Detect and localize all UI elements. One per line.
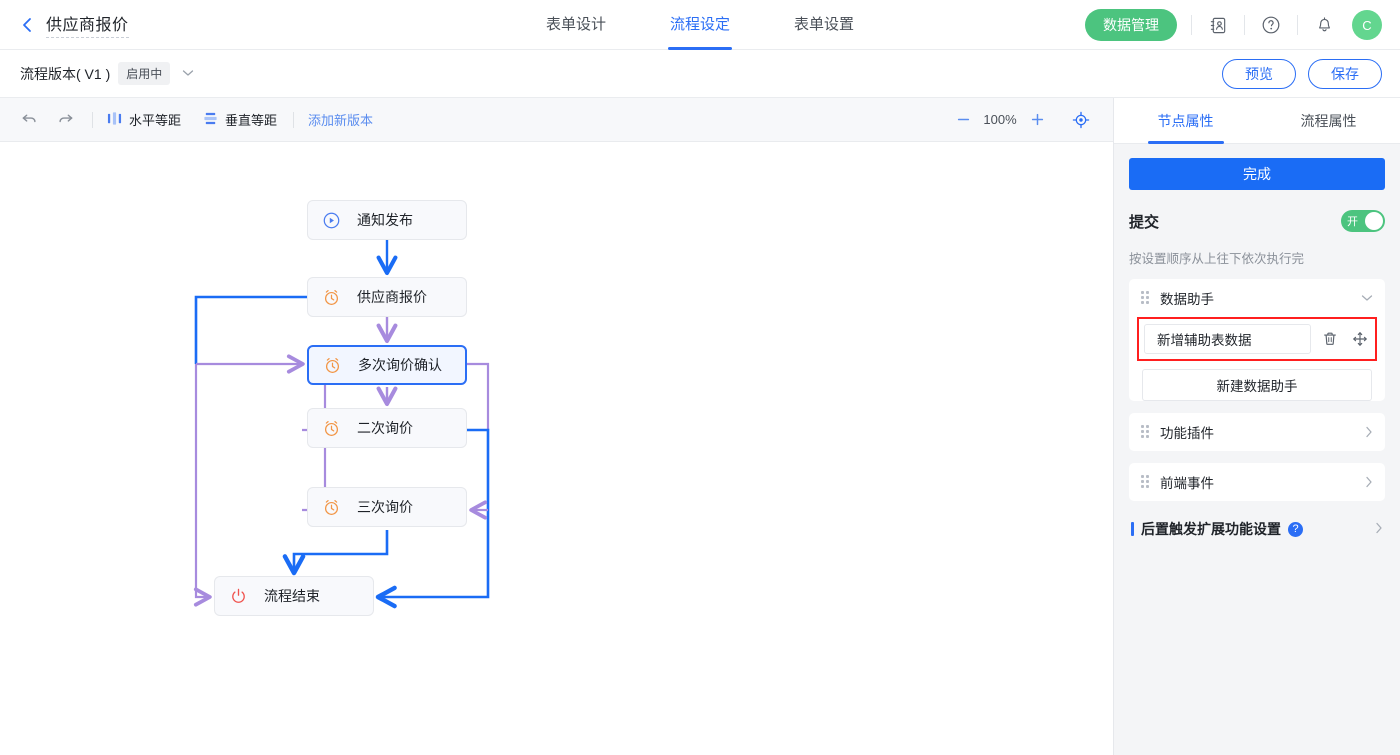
main-nav-tabs: 表单设计 流程设定 表单设置 bbox=[0, 0, 1400, 50]
data-assistant-header[interactable]: 数据助手 bbox=[1129, 279, 1385, 317]
frontend-event-header[interactable]: 前端事件 bbox=[1129, 463, 1385, 501]
align-vertical-icon bbox=[203, 111, 218, 129]
zoom-in-button[interactable] bbox=[1023, 106, 1051, 134]
drag-handle-icon[interactable] bbox=[1141, 425, 1151, 439]
execution-order-hint: 按设置顺序从上往下依次执行完 bbox=[1129, 252, 1305, 266]
question-mark-icon[interactable]: ? bbox=[1288, 521, 1303, 537]
align-horizontal-label: 水平等距 bbox=[129, 113, 182, 128]
function-plugin-header[interactable]: 功能插件 bbox=[1129, 413, 1385, 451]
avatar[interactable]: C bbox=[1352, 10, 1382, 40]
preview-button[interactable]: 预览 bbox=[1222, 58, 1296, 89]
flow-node-label: 供应商报价 bbox=[357, 289, 427, 305]
trash-icon[interactable] bbox=[1319, 328, 1341, 350]
status-badge: 启用中 bbox=[118, 62, 171, 85]
alarm-clock-icon bbox=[321, 418, 341, 438]
submit-row: 提交 开 bbox=[1129, 210, 1385, 232]
data-assistant-card: 数据助手 新增辅助表数据 bbox=[1129, 279, 1385, 401]
alarm-clock-icon bbox=[322, 355, 342, 375]
flow-node-notify-publish[interactable]: 通知发布 bbox=[307, 200, 467, 240]
play-circle-icon bbox=[321, 210, 341, 230]
divider bbox=[293, 111, 295, 128]
flow-node-supplier-quote[interactable]: 供应商报价 bbox=[307, 277, 467, 317]
align-vertical-button[interactable]: 垂直等距 bbox=[203, 110, 277, 129]
flow-node-second-quote[interactable]: 二次询价 bbox=[307, 408, 467, 448]
page-title: 供应商报价 bbox=[46, 11, 129, 38]
alarm-clock-icon bbox=[321, 287, 341, 307]
nav-tab-process-setting[interactable]: 流程设定 bbox=[667, 0, 733, 50]
tab-process-properties[interactable]: 流程属性 bbox=[1300, 112, 1357, 129]
version-actions: 预览 保存 bbox=[1222, 58, 1382, 89]
add-new-version-link[interactable]: 添加新版本 bbox=[308, 113, 374, 128]
header-actions: 数据管理 C bbox=[1085, 0, 1382, 50]
highlighted-assistant-row: 新增辅助表数据 bbox=[1137, 317, 1377, 361]
panel-tabs: 节点属性 流程属性 bbox=[1114, 98, 1400, 144]
right-properties-panel: 节点属性 流程属性 完成 提交 开 按设置顺序从上往下依次执行完 数据助手 新增… bbox=[1113, 98, 1400, 755]
section-accent-bar bbox=[1131, 522, 1134, 536]
flow-node-multi-quote-confirm[interactable]: 多次询价确认 bbox=[307, 345, 467, 385]
flow-canvas[interactable]: 通知发布 供应商报价 多次询价确认 bbox=[0, 142, 1113, 755]
flow-node-third-quote[interactable]: 三次询价 bbox=[307, 487, 467, 527]
toggle-state-label: 开 bbox=[1347, 216, 1358, 228]
align-horizontal-icon bbox=[107, 111, 122, 129]
undo-icon[interactable] bbox=[16, 107, 42, 133]
power-off-icon bbox=[228, 586, 248, 606]
flow-node-label: 多次询价确认 bbox=[358, 357, 442, 373]
frontend-event-card[interactable]: 前端事件 bbox=[1129, 463, 1385, 501]
contacts-icon[interactable] bbox=[1206, 13, 1230, 37]
chevron-down-icon[interactable] bbox=[182, 68, 194, 80]
divider bbox=[1244, 15, 1245, 35]
submit-toggle[interactable]: 开 bbox=[1341, 210, 1385, 232]
align-vertical-label: 垂直等距 bbox=[225, 113, 278, 128]
post-trigger-section[interactable]: 后置触发扩展功能设置 ? bbox=[1129, 519, 1385, 539]
drag-handle-icon[interactable] bbox=[1141, 475, 1151, 489]
chevron-right-icon[interactable] bbox=[1375, 522, 1383, 537]
function-plugin-card[interactable]: 功能插件 bbox=[1129, 413, 1385, 451]
assistant-item-add-aux-table-data[interactable]: 新增辅助表数据 bbox=[1144, 324, 1311, 354]
zoom-out-button[interactable] bbox=[949, 106, 977, 134]
zoom-controls: 100% bbox=[949, 106, 1093, 134]
canvas-toolbar: 水平等距 垂直等距 添加新版本 100% bbox=[0, 98, 1113, 142]
data-manage-button[interactable]: 数据管理 bbox=[1085, 9, 1177, 41]
chevron-left-icon bbox=[23, 17, 31, 32]
align-horizontal-button[interactable]: 水平等距 bbox=[107, 110, 181, 129]
version-bar: 流程版本( V1 ) 启用中 预览 保存 bbox=[0, 50, 1400, 98]
nav-tab-form-settings[interactable]: 表单设置 bbox=[794, 16, 855, 33]
chevron-right-icon[interactable] bbox=[1365, 426, 1373, 438]
divider bbox=[92, 111, 93, 128]
flow-edges bbox=[193, 240, 490, 609]
tab-node-properties[interactable]: 节点属性 bbox=[1147, 98, 1224, 144]
complete-button[interactable]: 完成 bbox=[1129, 158, 1385, 190]
bell-icon[interactable] bbox=[1312, 13, 1336, 37]
save-button[interactable]: 保存 bbox=[1308, 58, 1382, 89]
toggle-knob bbox=[1365, 212, 1383, 230]
chevron-right-icon[interactable] bbox=[1365, 476, 1373, 488]
version-label: 流程版本( V1 ) bbox=[20, 65, 111, 82]
move-icon[interactable] bbox=[1349, 328, 1371, 350]
flow-node-label: 流程结束 bbox=[264, 588, 320, 604]
post-trigger-title: 后置触发扩展功能设置 bbox=[1141, 521, 1281, 537]
new-data-assistant-button[interactable]: 新建数据助手 bbox=[1142, 369, 1372, 401]
flow-node-label: 三次询价 bbox=[357, 499, 413, 515]
flow-node-process-end[interactable]: 流程结束 bbox=[214, 576, 374, 616]
back-button[interactable] bbox=[18, 16, 36, 34]
submit-label: 提交 bbox=[1129, 213, 1160, 231]
divider bbox=[1191, 15, 1192, 35]
data-assistant-title: 数据助手 bbox=[1160, 292, 1214, 307]
nav-tab-form-design[interactable]: 表单设计 bbox=[545, 16, 606, 33]
fit-to-screen-icon bbox=[1072, 111, 1090, 128]
divider bbox=[1297, 15, 1298, 35]
zoom-level: 100% bbox=[983, 112, 1017, 127]
frontend-event-title: 前端事件 bbox=[1160, 476, 1214, 491]
fit-to-screen-button[interactable] bbox=[1069, 108, 1093, 132]
redo-icon[interactable] bbox=[52, 107, 78, 133]
panel-body: 完成 提交 开 按设置顺序从上往下依次执行完 数据助手 新增辅助表数据 bbox=[1114, 144, 1400, 539]
flow-node-label: 通知发布 bbox=[357, 212, 413, 228]
help-icon[interactable] bbox=[1259, 13, 1283, 37]
alarm-clock-icon bbox=[321, 497, 341, 517]
flow-node-label: 二次询价 bbox=[357, 420, 413, 436]
chevron-down-icon[interactable] bbox=[1361, 294, 1373, 302]
function-plugin-title: 功能插件 bbox=[1160, 426, 1214, 441]
drag-handle-icon[interactable] bbox=[1141, 291, 1151, 305]
